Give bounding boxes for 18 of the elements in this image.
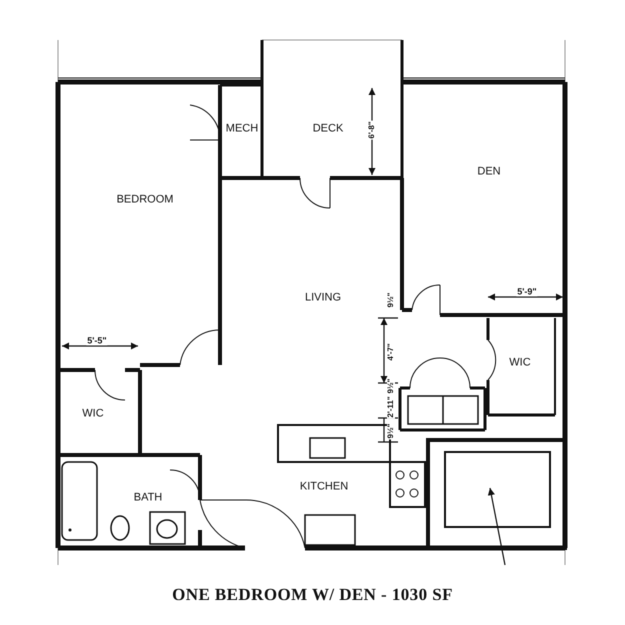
dimension-text: 5'-5" — [86, 336, 108, 346]
room-label: DEN — [477, 166, 501, 178]
room-label: WIC — [509, 358, 531, 368]
room-label: WIC — [82, 408, 104, 420]
room-label: KITCHEN — [300, 482, 348, 492]
room-label: BEDROOM — [116, 194, 174, 206]
room-label: BATH — [134, 492, 162, 504]
dimension-text: 2'-11" — [387, 395, 395, 419]
dimension-text: 5'-9" — [516, 288, 538, 296]
room-label: LIVING — [304, 292, 342, 304]
plan-caption: ONE BEDROOM W/ DEN - 1030 SF — [172, 584, 453, 606]
room-label: MECH — [226, 124, 258, 134]
dimension-text: 9½" — [387, 422, 395, 440]
dimension-text: 6'-8" — [368, 120, 376, 140]
dimension-text: 9½" — [387, 378, 395, 394]
room-label: DECK — [312, 124, 344, 134]
dimension-text: 9½" — [387, 292, 395, 308]
dimension-text: 4'-7" — [387, 342, 395, 362]
